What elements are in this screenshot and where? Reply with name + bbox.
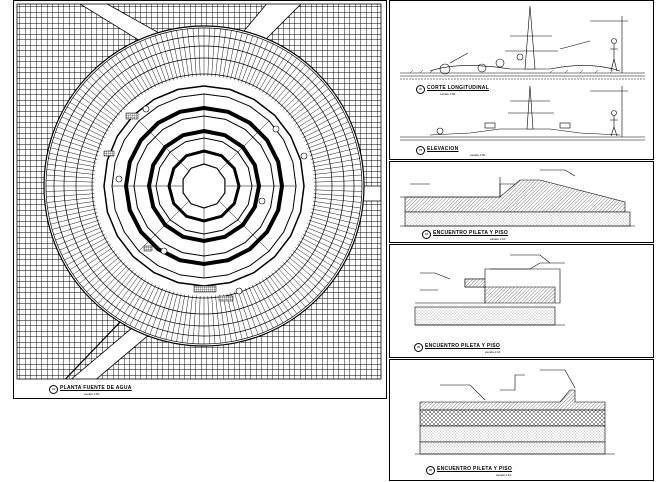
detail-callout: [258, 197, 266, 205]
detail-b-title: ENCUENTRO PILETA Y PISO: [425, 343, 501, 349]
detail-a-drawing: [400, 169, 635, 227]
detail-c-marker: 06: [426, 466, 435, 475]
detail-b-panel: 05 ENCUENTRO PILETA Y PISO escala 1:10: [389, 244, 654, 358]
section-drawing: [400, 5, 645, 141]
paving-ring: [45, 27, 363, 345]
detail-a-panel: 04 ENCUENTRO PILETA Y PISO escala 1:10: [389, 161, 654, 243]
detail-callout: [300, 152, 308, 160]
detail-b-marker: 05: [414, 343, 423, 352]
detail-callout: [115, 175, 123, 183]
basin-spoke: [219, 120, 270, 171]
detail-callout: [235, 287, 243, 295]
elevacion-title: ELEVACION: [427, 146, 459, 152]
center-pedestal: [182, 163, 226, 209]
detail-callout: [142, 105, 150, 113]
plan-drawing: [16, 3, 382, 380]
corte-title: CORTE LONGITUDINAL: [427, 85, 490, 91]
detail-c-drawing: [415, 369, 615, 455]
plan-element: [125, 112, 139, 120]
plan-element: [218, 295, 234, 302]
corte-marker: 02: [416, 85, 425, 94]
paving-ring: [75, 57, 333, 315]
detail-c-scale: escala 1:10: [496, 473, 512, 477]
paving-ring: [53, 35, 355, 337]
section-panel: 02 CORTE LONGITUDINAL escala 1:50 03 ELE…: [389, 0, 654, 160]
detail-a-scale: escala 1:10: [490, 237, 506, 241]
detail-callout: [160, 247, 168, 255]
plan-marker: 01: [49, 385, 58, 394]
corte-scale: escala 1:50: [440, 92, 456, 96]
basin-spoke: [138, 201, 189, 252]
elevacion-scale: escala 1:50: [470, 153, 486, 157]
paving-ring: [63, 45, 345, 327]
detail-a-marker: 04: [422, 230, 431, 239]
corte-hatch: [409, 69, 614, 74]
detail-callout: [272, 125, 280, 133]
plan-panel: 01 PLANTA FUENTE DE AGUA escala 1:50: [13, 0, 387, 399]
plan-scale: escala 1:50: [84, 392, 100, 396]
elevacion-section: [400, 85, 645, 141]
plan-title: PLANTA FUENTE DE AGUA: [60, 385, 132, 391]
elevacion-marker: 03: [416, 146, 425, 155]
plan-element: [103, 150, 115, 157]
fountain-rings: [43, 25, 365, 347]
detail-c-title: ENCUENTRO PILETA Y PISO: [437, 466, 513, 472]
detail-b-drawing: [414, 254, 565, 326]
corte-section: [400, 5, 645, 80]
plan-element: [143, 245, 153, 252]
paving-ring: [91, 73, 317, 299]
detail-b-scale: escala 1:10: [485, 350, 501, 354]
basin-spoke: [219, 201, 270, 252]
detail-c-panel: 06 ENCUENTRO PILETA Y PISO escala 1:10: [389, 359, 654, 481]
plan-element: [193, 285, 217, 293]
basin-spoke: [138, 120, 189, 171]
detail-a-title: ENCUENTRO PILETA Y PISO: [433, 230, 509, 236]
